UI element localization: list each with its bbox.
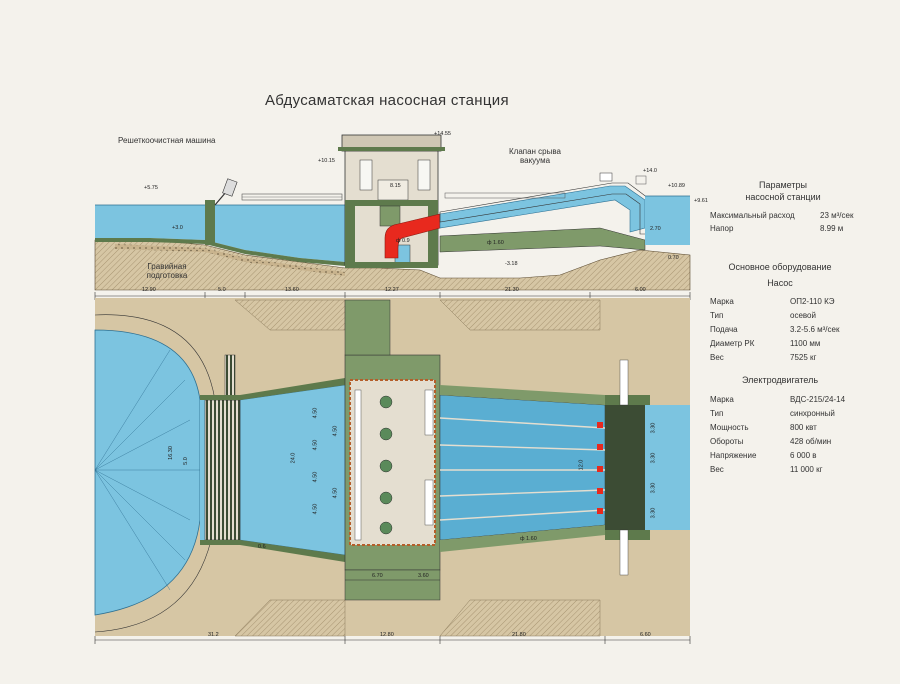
- elev-mark: +10.89: [668, 183, 685, 189]
- canal-lining: [95, 238, 345, 266]
- section-dim: 21.30: [505, 287, 519, 293]
- elev-mark: 2.70: [650, 226, 661, 232]
- pump-key: Тип: [710, 311, 724, 320]
- elev-mark: -3.18: [505, 261, 518, 267]
- pump-value: осевой: [790, 311, 816, 320]
- elev-mark: +14.55: [434, 131, 451, 137]
- gravel-bed: [115, 244, 345, 276]
- equipment-heading: Основное оборудование: [728, 262, 832, 272]
- param-value: 23 м³/сек: [820, 211, 854, 220]
- plan-dim: 12.80: [380, 632, 394, 638]
- plan-dim: 3.60: [418, 573, 429, 579]
- motor-key: Тип: [710, 409, 724, 418]
- page-title: Абдусаматская насосная станция: [265, 92, 509, 109]
- plan-dim-vertical: 4.50: [312, 471, 319, 483]
- pump-heading: Насос: [767, 278, 793, 288]
- pump-key: Подача: [710, 325, 738, 334]
- label-screen-cleaner: Решеткоочистная машина: [118, 136, 216, 145]
- plan-dim-vertical: 3.30: [650, 482, 657, 494]
- section-dim: 13.60: [285, 287, 299, 293]
- conduit-base: [439, 227, 646, 253]
- upstream-water: [95, 205, 345, 262]
- screen-wall: [205, 200, 215, 245]
- motor-value: 800 квт: [790, 423, 817, 432]
- params-heading-1: Параметры: [759, 180, 807, 190]
- plan-dim-vertical: 3.30: [650, 507, 657, 519]
- pump-key: Марка: [710, 297, 734, 306]
- plan-dim-vertical: 4.50: [332, 487, 339, 499]
- elev-mark: 8.15: [390, 183, 401, 189]
- motor-heading: Электродвигатель: [741, 375, 819, 385]
- plan-dim-vertical: 24.0: [290, 452, 297, 464]
- motor-key: Обороты: [710, 437, 744, 446]
- pump-units: [379, 395, 393, 535]
- plan-view: [94, 298, 691, 644]
- section-dim: 5.0: [218, 287, 226, 293]
- trash-screen: [204, 399, 241, 541]
- outlet-structure: [605, 405, 645, 530]
- elev-mark: +9.61: [694, 198, 708, 204]
- discharge-conduit: [439, 185, 646, 233]
- motor-value: синхронный: [790, 409, 835, 418]
- plan-dim-vertical: 3.30: [650, 452, 657, 464]
- pump-value: ОП2-110 КЭ: [790, 297, 835, 306]
- elev-mark: +5.75: [144, 185, 158, 191]
- motor-key: Мощность: [710, 423, 749, 432]
- plan-dim: 6.60: [640, 632, 651, 638]
- elev-mark: +3.0: [172, 225, 183, 231]
- plan-dim-vertical: 4.50: [332, 425, 339, 437]
- pump-key: Вес: [710, 353, 724, 362]
- outlet-water: [645, 196, 690, 245]
- plan-dim-vertical: 4.50: [312, 439, 319, 451]
- param-key: Напор: [710, 224, 734, 233]
- param-value: 8.99 м: [820, 224, 844, 233]
- elev-mark: +10.15: [318, 158, 335, 164]
- pump-value: 1100 мм: [790, 339, 821, 348]
- motor-value: ВДС-215/24-14: [790, 395, 846, 404]
- plan-dim: 21.80: [512, 632, 526, 638]
- elev-mark: ф 1.60: [487, 240, 504, 246]
- label-gravel: Гравийная подготовка: [146, 262, 188, 280]
- motor-value: 11 000 кг: [790, 465, 823, 474]
- elev-mark: 0.70: [668, 255, 679, 261]
- plan-dim-vertical: 16.30: [167, 446, 174, 460]
- motor-value: 428 об/мин: [790, 437, 832, 446]
- motor-key: Напряжение: [710, 451, 757, 460]
- param-key: Максимальный расход: [710, 211, 795, 220]
- plan-dim: 0.6: [258, 544, 266, 550]
- pump-key: Диаметр РК: [710, 339, 755, 348]
- plan-dim-vertical: 5.0: [182, 457, 189, 465]
- longitudinal-section: [94, 134, 691, 300]
- label-vacuum-valve: Клапан срыва вакуума: [508, 147, 561, 165]
- params-heading-2: насосной станции: [745, 192, 821, 202]
- elev-mark: +14.0: [643, 168, 657, 174]
- motor-key: Марка: [710, 395, 734, 404]
- section-dim: 12.90: [142, 287, 156, 293]
- plan-dim: 31.2: [208, 632, 219, 638]
- plan-dim-vertical: 4.50: [312, 407, 319, 419]
- pump-value: 7525 кг: [790, 353, 817, 362]
- plan-dim: 6.70: [372, 573, 383, 579]
- plan-dim-vertical: 4.50: [312, 503, 319, 515]
- motor-key: Вес: [710, 465, 724, 474]
- pump-value: 3.2-5.6 м³/сек: [790, 325, 840, 334]
- motor-value: 6 000 в: [790, 451, 817, 460]
- section-dim: 12.27: [385, 287, 399, 293]
- plan-dim: ф 1.60: [520, 536, 537, 542]
- section-dim: 6.00: [635, 287, 646, 293]
- plan-dim-vertical: 12.0: [578, 459, 585, 471]
- elev-mark: ф 0.9: [396, 238, 410, 244]
- section-ground: [94, 239, 691, 291]
- plan-dim-vertical: 3.30: [650, 422, 657, 434]
